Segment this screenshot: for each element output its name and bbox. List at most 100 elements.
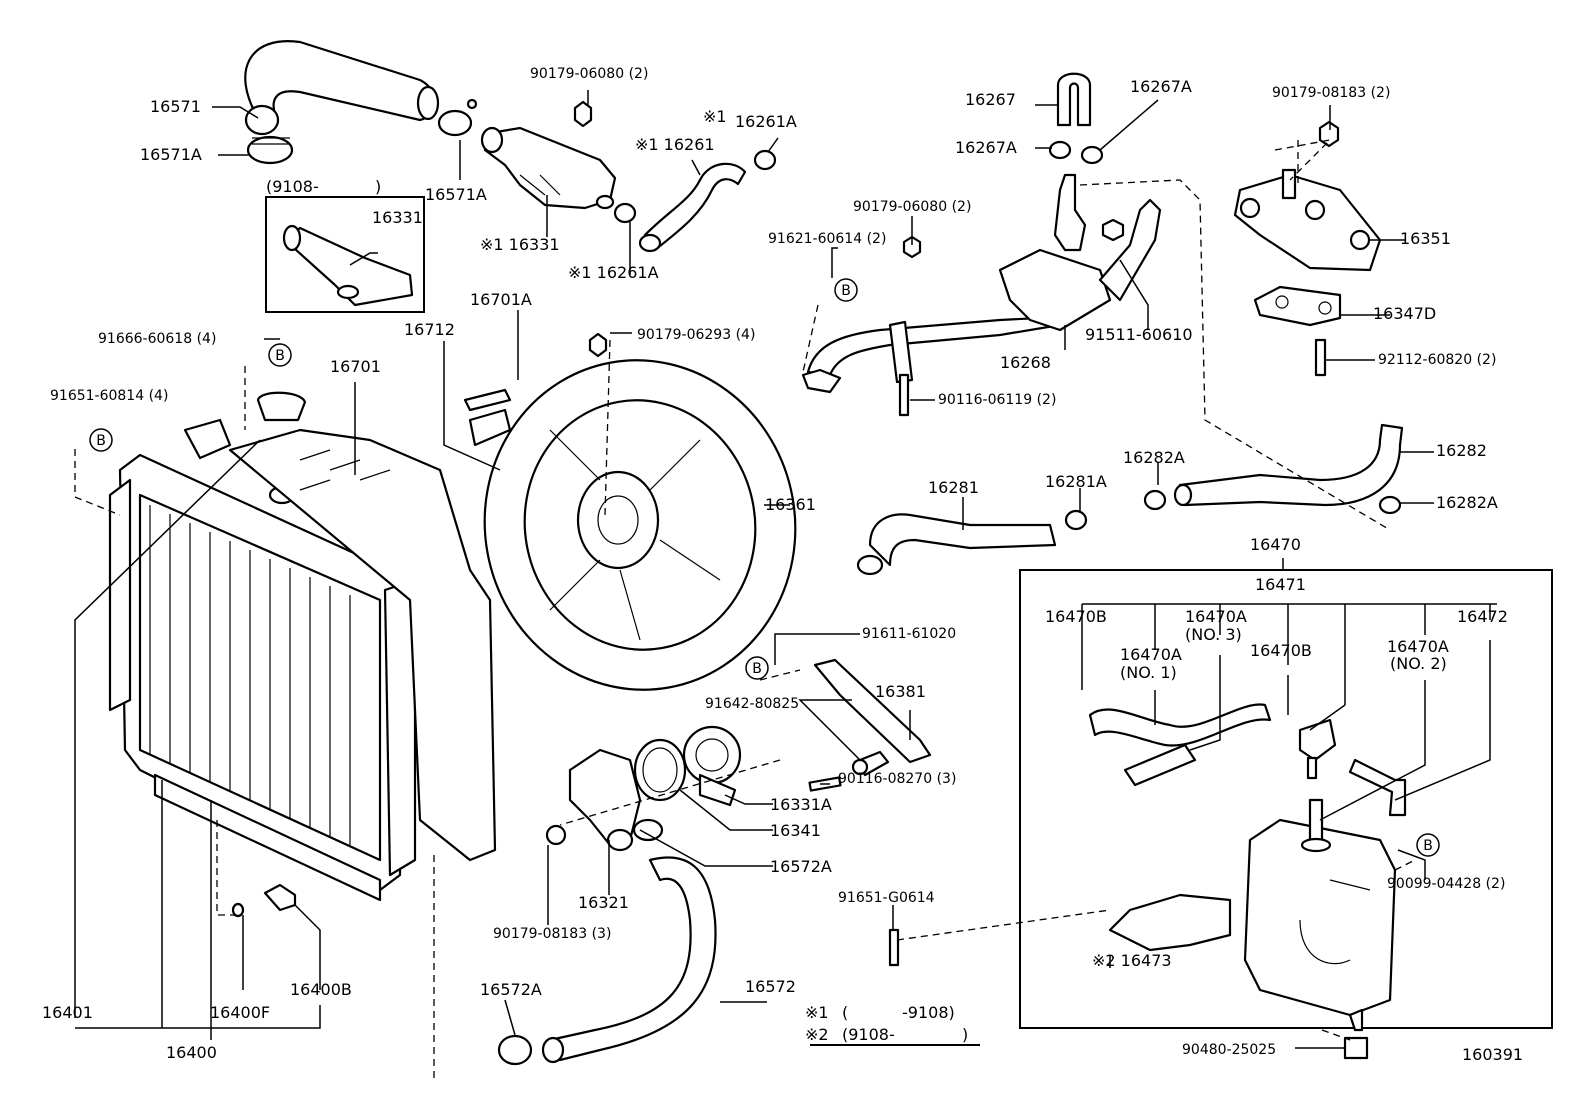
label-90179-06293: 90179-06293 (4) [637,327,755,343]
svg-text:B: B [275,348,285,364]
label-no1: (NO. 1) [1120,663,1177,682]
label-16712: 16712 [404,320,455,339]
label-9108-close: ) [375,177,381,196]
label-16321: 16321 [578,893,629,912]
note1-open: ( [842,1003,848,1022]
note2-mark: ※2 [805,1025,829,1044]
label-91611-61020: 91611-61020 [862,626,956,642]
svg-text:B: B [841,283,851,299]
reservoir-bracket-16473 [1108,893,1232,952]
label-91666-60618: 91666-60618 (4) [98,331,216,347]
label-16267A-left: 16267A [955,138,1017,157]
label-16261A-top: 16261A [735,112,797,131]
label-no3: (NO. 3) [1185,625,1242,644]
label-90480-25025: 90480-25025 [1182,1042,1276,1058]
note1-range: -9108) [902,1003,955,1022]
svg-text:B: B [96,433,106,449]
label-16267: 16267 [965,90,1016,109]
heater-hose-16281 [856,509,1088,576]
label-90179-06080-mid: 90179-06080 (2) [853,199,971,215]
label-16470: 16470 [1250,535,1301,554]
label-16361: 16361 [765,495,816,514]
label-no2: (NO. 2) [1390,654,1447,673]
small-hose-16267 [1048,72,1104,165]
label-16282: 16282 [1436,441,1487,460]
label-16470B-right: 16470B [1250,641,1312,660]
shroud-seal-16712 [468,408,512,447]
label-16331: ※1 16331 [480,235,560,254]
label-91651-60814: 91651-60814 (4) [50,388,168,404]
label-16470A-no3: 16470A [1185,607,1247,626]
label-16281: 16281 [928,478,979,497]
water-outlet [480,126,617,210]
label-16282A-top: 16282A [1123,448,1185,467]
label-16381: 16381 [875,682,926,701]
note2-close: ) [962,1025,968,1044]
svg-text:B: B [1423,838,1433,854]
label-16471: 16471 [1255,575,1306,594]
label-16400F: 16400F [210,1003,270,1022]
note1-mark: ※1 [805,1003,829,1022]
label-16470A-no2: 16470A [1387,637,1449,656]
label-91511-60610: 91511-60610 [1085,325,1193,344]
label-16572: 16572 [745,977,796,996]
label-90179-08183-top: 90179-08183 (2) [1272,85,1390,101]
callout-b-reservoir: B [1416,833,1440,857]
label-16571A-right: 16571A [425,185,487,204]
label-16701: 16701 [330,357,381,376]
label-90179-08183-bottom: 90179-08183 (3) [493,926,611,942]
heater-hose-16282 [1143,423,1404,515]
label-16472: 16472 [1457,607,1508,626]
reservoir-hoses [1088,703,1407,817]
label-16351: 16351 [1400,229,1451,248]
label-16341: 16341 [770,821,821,840]
label-9108-open: (9108- [266,177,319,196]
label-16400: 16400 [166,1043,217,1062]
label-16282A-right: 16282A [1436,493,1498,512]
label-16400B: 16400B [290,980,352,999]
reservoir-group-box [1019,569,1553,1029]
label-16401: 16401 [42,1003,93,1022]
label-16261A-bottom: ※1 16261A [568,263,659,282]
label-91621-60614: 91621-60614 (2) [768,231,886,247]
label-16331A: 16331A [770,795,832,814]
bypass-pipe-16268 [801,173,1162,417]
label-92112-60820: 92112-60820 (2) [1378,352,1496,368]
shroud-clip-16701A [463,388,512,412]
bypass-hose [573,100,777,253]
label-16470A-no1: 16470A [1120,645,1182,664]
water-inlet-16321 [545,748,642,852]
diagram-number: 160391 [1462,1045,1523,1064]
svg-text:B: B [752,661,762,677]
thermostat-16331A [633,725,842,807]
note2-open: (9108- [842,1025,895,1044]
fan-bracket-16381 [813,658,932,777]
label-16572A-bottom: 16572A [480,980,542,999]
label-91651-G0614: 91651-G0614 [838,890,935,906]
cooling-fan-16361 [483,332,797,691]
label-16347D: 16347D [1373,304,1436,323]
label-91642-80825: 91642-80825 [705,696,799,712]
upper-radiator-hose [244,40,478,165]
label-16267A-top: 16267A [1130,77,1192,96]
lower-radiator-hose-16572 [497,818,717,1066]
callout-b-radiator-left: B [89,428,113,452]
fan-shroud-16701 [228,428,497,862]
label-90179-06080-top: 90179-06080 (2) [530,66,648,82]
label-16281A: 16281A [1045,472,1107,491]
leader-lines [74,90,1497,1080]
callout-b-pipe: B [834,278,858,302]
label-16701A: 16701A [470,290,532,309]
label-16261: ※1 16261 [635,135,715,154]
reservoir-tank-16472 [1243,798,1397,1032]
cap-90480-25025 [1343,1036,1369,1060]
label-16261A-mark: ※1 [703,107,727,126]
label-16571: 16571 [150,97,201,116]
label-16571A-left: 16571A [140,145,202,164]
label-16331-inset: 16331 [372,208,423,227]
label-90116-06119: 90116-06119 (2) [938,392,1056,408]
label-16572A-right: 16572A [770,857,832,876]
label-90099-04428: 90099-04428 (2) [1387,876,1505,892]
label-16268: 16268 [1000,353,1051,372]
